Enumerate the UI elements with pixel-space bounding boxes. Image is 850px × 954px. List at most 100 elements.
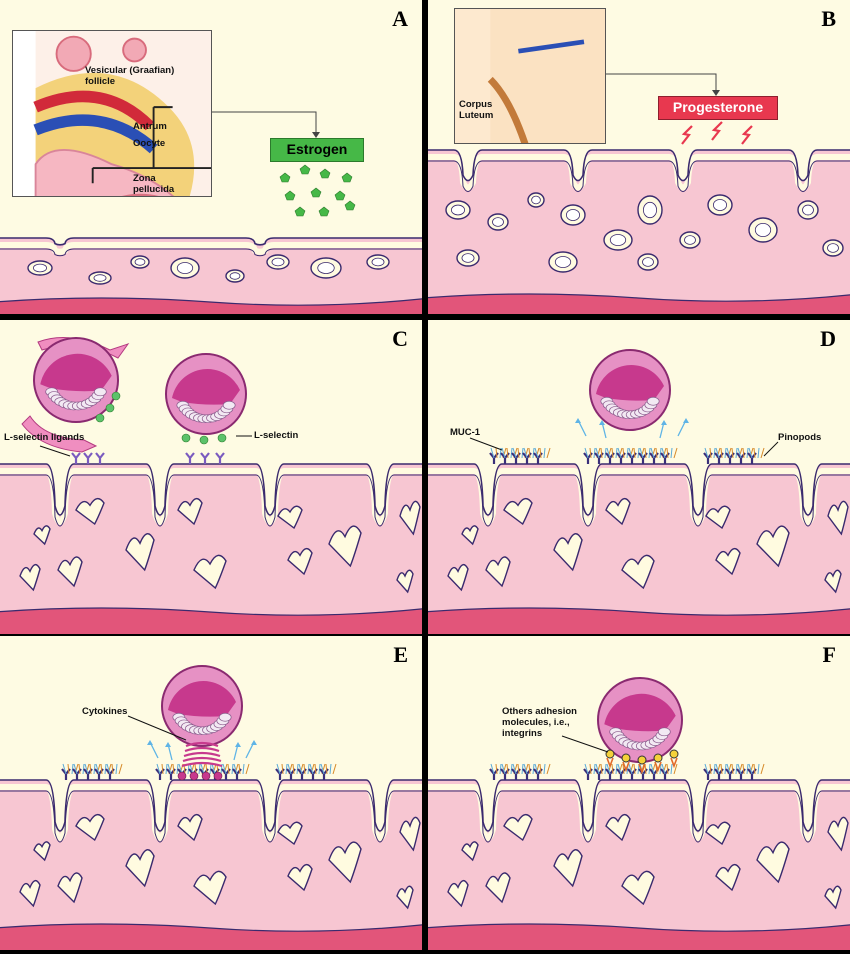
panel-d-art (428, 349, 850, 634)
muc-strand (517, 763, 520, 775)
estrogen-molecule (284, 190, 296, 201)
coiled-gland (328, 525, 362, 568)
muc-strand (633, 763, 636, 775)
muc-strand (709, 763, 712, 775)
estrogen-molecule (319, 168, 331, 179)
muc-strand (735, 763, 738, 775)
arrow-head (661, 420, 667, 425)
muc-strand (735, 447, 738, 459)
muc-strand (209, 763, 212, 775)
muc-strand (287, 763, 292, 775)
gland-lumen (642, 201, 657, 219)
muc-strand (62, 763, 67, 775)
coiled-gland (824, 569, 842, 594)
receptor-glyph (71, 452, 81, 464)
muc-strand (222, 763, 227, 775)
leader-line (763, 441, 779, 457)
inner-cell-mass (40, 353, 112, 392)
muc-strand (650, 447, 655, 459)
receptor-glyph (185, 452, 195, 464)
gland-lumen (93, 274, 107, 282)
connector-arrowhead (312, 132, 320, 138)
gland-lumen (134, 258, 146, 266)
coiled-gland (399, 816, 421, 852)
myometrium-outline (0, 297, 422, 306)
panel-e: E Cytokines (0, 636, 422, 950)
connector-arrowhead (712, 90, 720, 96)
estrogen-molecule (341, 172, 353, 183)
label-muc-1: MUC-1 (450, 427, 481, 438)
coiled-gland (287, 863, 313, 892)
ovary-inset: Vesicular (Graafian) follicle Antrum Ooc… (12, 30, 212, 197)
inner-cell-mass (172, 369, 240, 405)
muc-strand (523, 763, 528, 775)
coiled-gland (33, 525, 51, 546)
l-selectin-dot (95, 413, 105, 423)
receptor-glyph (83, 452, 93, 464)
myometrium-band (0, 924, 422, 950)
muc-strand (200, 763, 205, 775)
coiled-gland (447, 563, 469, 592)
muc-strand (760, 447, 765, 459)
coiled-gland (447, 879, 469, 908)
coiled-gland (824, 885, 842, 910)
muc-strand (71, 763, 74, 775)
muc-strand (506, 763, 509, 775)
muc-strand (292, 763, 295, 775)
muc-strand (495, 763, 498, 775)
muc-strand (512, 763, 517, 775)
estrogen-molecule (318, 206, 330, 217)
muc-strand (628, 447, 633, 459)
muc-strand (589, 763, 592, 775)
receptor-glyph (200, 452, 210, 464)
muc-strand (648, 763, 651, 775)
muc-strand (198, 763, 201, 775)
panel-letter: A (392, 6, 408, 31)
muc-strand (737, 447, 742, 459)
muc-strand (78, 763, 81, 775)
muc-strand (726, 763, 731, 775)
muc-strand (307, 763, 310, 775)
muc-strand (510, 447, 513, 459)
panel-letter: D (820, 326, 836, 351)
arrow-head (575, 418, 581, 423)
panel-b: B Corpus Luteum Progesterone (428, 0, 850, 314)
myometrium-outline (428, 923, 850, 932)
muc-strand (737, 763, 742, 775)
muc-strand (760, 763, 765, 775)
muc-strand (187, 763, 190, 775)
muc-strand (661, 447, 666, 459)
muc-strand (731, 763, 734, 775)
muc-strand (615, 763, 618, 775)
muc-strand (89, 763, 92, 775)
muc-strand (655, 447, 658, 459)
coiled-gland (193, 870, 227, 906)
label-antrum: Antrum (133, 121, 167, 132)
panel-f-art (428, 677, 850, 950)
muc-strand (118, 763, 123, 775)
myometrium-band (0, 608, 422, 634)
coiled-gland (396, 885, 414, 910)
trophoblast-cell (657, 727, 671, 737)
coiled-gland (57, 556, 83, 588)
muc-strand (276, 763, 281, 775)
muc-strand (281, 763, 284, 775)
muc-strand (100, 763, 103, 775)
muc-strand (172, 763, 175, 775)
coiled-gland (57, 872, 83, 904)
muc-strand (490, 763, 495, 775)
panel-b-art (428, 73, 850, 314)
muc-strand (670, 447, 673, 459)
epithelium-band (0, 242, 422, 255)
coiled-gland (399, 500, 421, 536)
muc-strand (528, 763, 531, 775)
muc-strand (715, 763, 720, 775)
muc-strand (156, 763, 161, 775)
gland-lumen (461, 253, 475, 263)
panel-letter: B (821, 6, 836, 31)
leader-line (127, 715, 187, 741)
muc-strand (82, 763, 85, 775)
coiled-gland (461, 841, 479, 862)
cytokine-receptor (213, 771, 223, 781)
muc-strand (604, 447, 607, 459)
